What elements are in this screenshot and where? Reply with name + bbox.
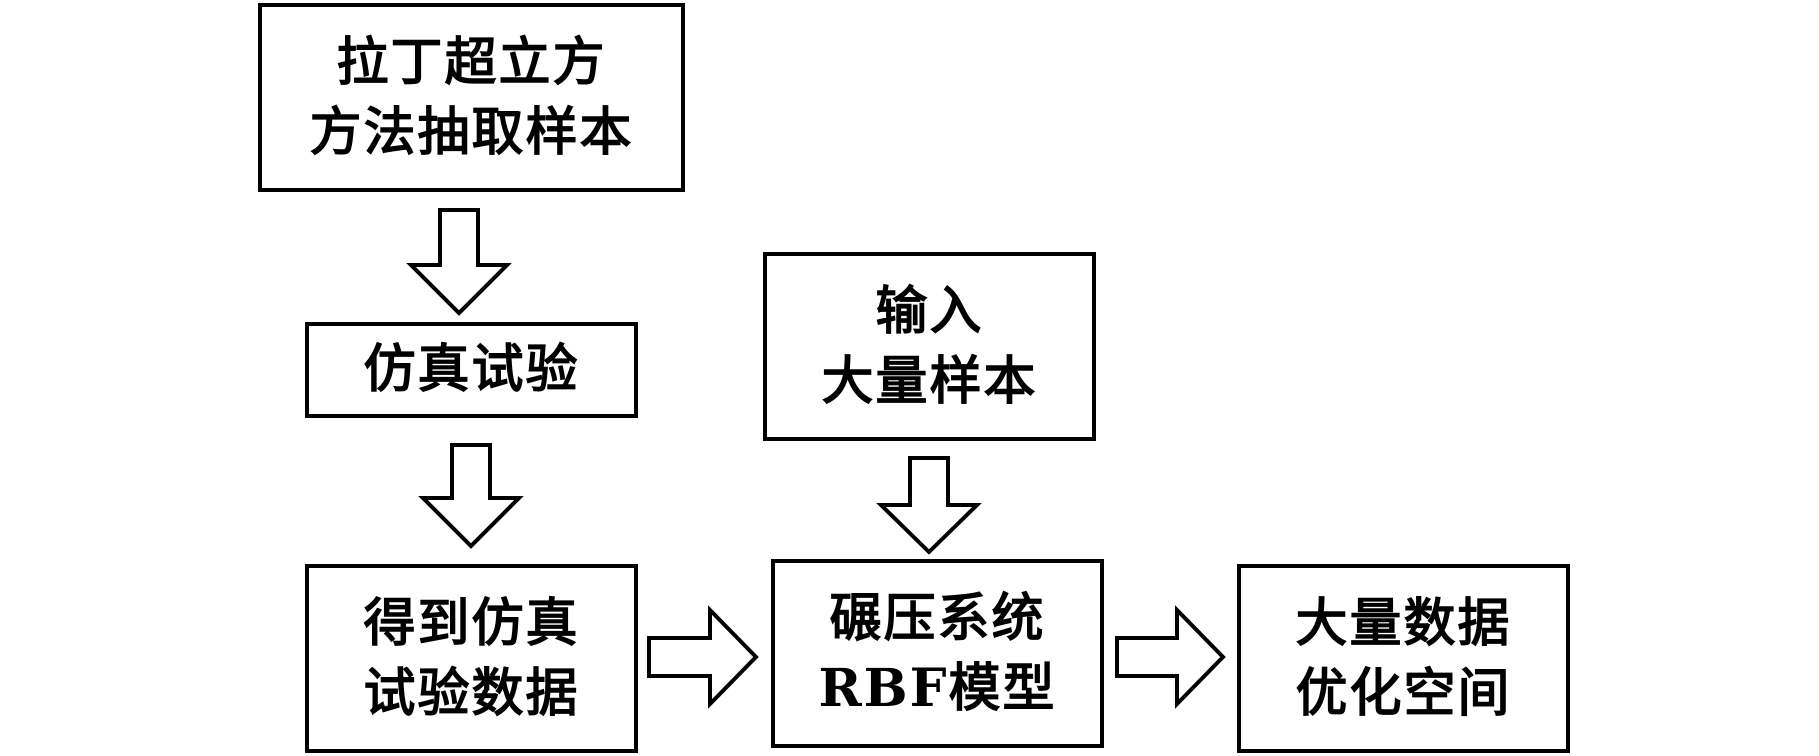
arrow-right-rbf-to-optimization-icon <box>1115 605 1226 709</box>
arrow-down-input-to-rbf-icon <box>876 456 982 555</box>
node-input-samples-line-1: 输入 <box>875 280 984 342</box>
node-optimization-space-line-2: 优化空间 <box>1295 662 1512 724</box>
node-lhs-sampling: 拉丁超立方 方法抽取样本 <box>258 3 685 192</box>
arrow-down-test-to-data-icon <box>418 443 524 549</box>
node-rbf-model-line-1: 碾压系统 <box>829 587 1046 649</box>
arrow-down-lhs-to-simulation-icon <box>406 208 512 316</box>
node-simulation-data-line-1: 得到仿真 <box>363 592 580 654</box>
node-optimization-space: 大量数据 优化空间 <box>1237 564 1570 753</box>
node-input-samples-line-2: 大量样本 <box>821 350 1038 412</box>
node-simulation-test: 仿真试验 <box>305 322 638 418</box>
node-input-samples: 输入 大量样本 <box>763 252 1096 441</box>
node-rbf-model: 碾压系统 RBF模型 <box>771 559 1104 748</box>
node-simulation-test-line-1: 仿真试验 <box>363 339 580 400</box>
node-lhs-sampling-line-2: 方法抽取样本 <box>309 101 634 163</box>
node-optimization-space-line-1: 大量数据 <box>1295 592 1512 654</box>
node-rbf-model-line-2: RBF模型 <box>818 657 1057 719</box>
arrow-right-data-to-rbf-icon <box>647 605 759 709</box>
node-simulation-data-line-2: 试验数据 <box>363 662 580 724</box>
node-lhs-sampling-line-1: 拉丁超立方 <box>336 31 607 93</box>
node-simulation-data: 得到仿真 试验数据 <box>305 564 638 753</box>
